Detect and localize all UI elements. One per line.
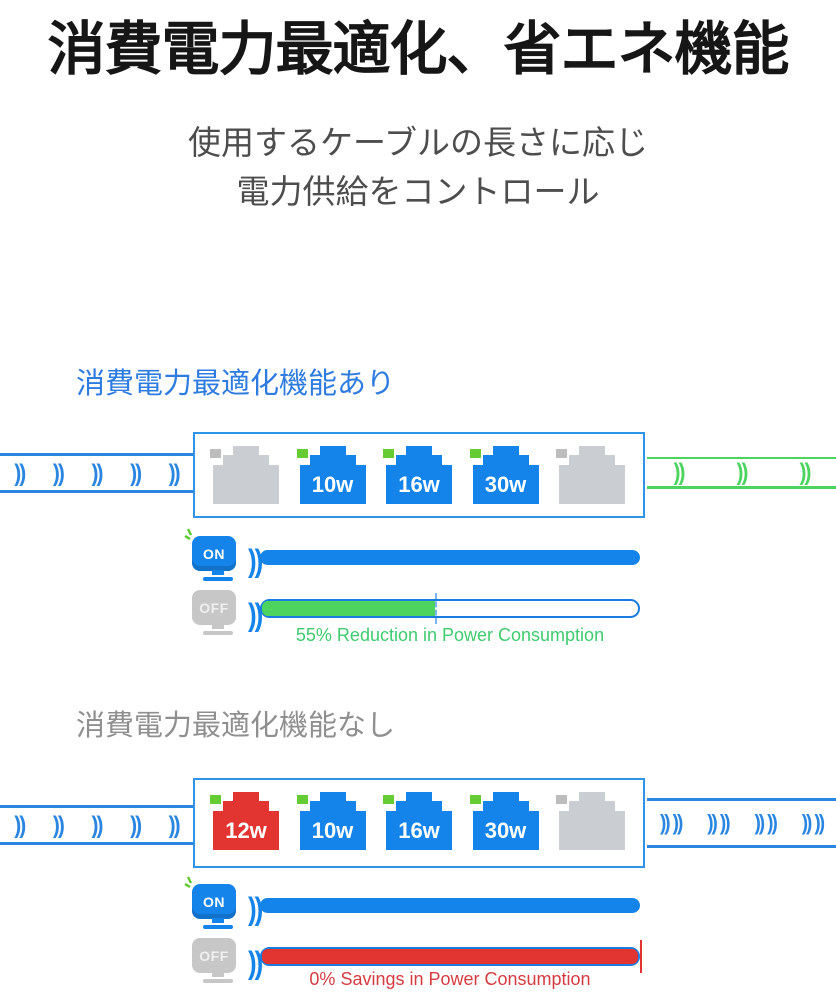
port-label: 12w [213, 811, 279, 850]
signal-waves-icon: )) [91, 459, 103, 487]
port-label: 16w [386, 465, 452, 504]
ethernet-port-icon [210, 446, 279, 506]
page-subtitle: 使用するケーブルの長さに応じ 電力供給をコントロール [0, 118, 836, 216]
monitor-on-icon: ON [184, 528, 244, 590]
monitor-on-label: ON [192, 536, 236, 571]
page-title: 消費電力最適化、省エネ機能 [47, 17, 789, 82]
port-label [213, 465, 279, 504]
signal-waves-icon: )) [248, 890, 263, 927]
monitor-on-label: ON [192, 884, 236, 919]
ethernet-port-icon: 12w [210, 792, 279, 852]
ethernet-port-icon: 10w [296, 446, 366, 506]
signal-waves-icon: )) [130, 459, 142, 487]
optimized-caption: 55% Reduction in Power Consumption [295, 625, 605, 645]
led-indicator-green [383, 449, 394, 458]
signal-waves-icon: )) [52, 811, 65, 839]
led-indicator-gray [210, 449, 221, 458]
signal-waves-icon: )))) [707, 810, 730, 836]
signal-waves-icon: )) [52, 459, 65, 487]
ethernet-port-icon [556, 446, 625, 506]
led-indicator-green [383, 795, 394, 804]
signal-waves-icon: )) [799, 459, 812, 486]
spark-icon [184, 528, 193, 541]
led-indicator-green [210, 795, 221, 804]
signal-waves-icon: )) [130, 811, 142, 839]
signal-waves-icon: )))) [801, 810, 825, 836]
poe-switch-box: 10w 16w 30w [193, 432, 645, 518]
power-bar-on-full-blue [260, 898, 640, 913]
row-monitor-off: OFF )) [190, 936, 650, 994]
cable-blue-left: )) )) )) )) )) [0, 805, 193, 845]
cable-blue-right: )))) )))) )))) )))) [647, 798, 836, 848]
port-label: 30w [472, 811, 539, 850]
signal-waves-icon: )))) [754, 810, 777, 836]
signal-waves-icon: )) [248, 596, 263, 633]
power-bar-off-no-savings [260, 940, 642, 973]
ethernet-port-icon: 30w [469, 792, 539, 852]
unoptimized-caption: 0% Savings in Power Consumption [309, 969, 591, 989]
led-indicator-green [296, 449, 308, 458]
signal-waves-icon: )) [736, 459, 749, 486]
led-indicator-green [296, 795, 308, 804]
monitor-off-icon: OFF [192, 938, 244, 992]
signal-waves-icon: )) [168, 459, 181, 487]
port-label: 10w [299, 465, 366, 504]
ethernet-port-icon: 16w [383, 792, 452, 852]
port-label: 16w [386, 811, 452, 850]
led-indicator-gray [556, 449, 567, 458]
port-label: 30w [472, 465, 539, 504]
power-bar-on-full-blue [260, 550, 640, 565]
signal-waves-icon: )) [14, 459, 26, 487]
cable-blue-left: )) )) )) )) )) [0, 453, 193, 493]
row-monitor-on: ON )) [184, 528, 650, 592]
signal-waves-icon: )) [248, 944, 263, 981]
consumption-fill-red [262, 949, 638, 964]
cable-green-right: )) )) )) [647, 457, 836, 489]
ethernet-port-icon [556, 792, 625, 852]
signal-waves-icon: )) [673, 459, 686, 486]
monitor-off-icon: OFF [192, 590, 244, 644]
signal-waves-icon: )) [168, 811, 181, 839]
diagram-optimized: )) )) )) )) )) 10w 16w [0, 432, 836, 518]
monitor-on-icon: ON [184, 876, 244, 938]
row-monitor-off: OFF )) [190, 588, 650, 646]
led-indicator-green [469, 449, 481, 458]
section-optimized-heading: 消費電力最適化機能あり [76, 368, 396, 400]
signal-waves-icon: )) [248, 542, 263, 579]
savings-tick-marker [434, 593, 437, 624]
consumption-tick-marker [640, 940, 642, 973]
signal-waves-icon: )) [14, 811, 26, 839]
spark-icon [184, 876, 193, 889]
signal-waves-icon: )))) [659, 810, 683, 836]
subtitle-line-1: 使用するケーブルの長さに応じ [187, 124, 649, 161]
poe-switch-box: 12w 10w 16w 30w [193, 778, 645, 868]
subtitle-line-2: 電力供給をコントロール [236, 173, 600, 210]
power-bar-off-savings [260, 593, 640, 624]
ethernet-port-icon: 30w [469, 446, 539, 506]
ethernet-port-icon: 16w [383, 446, 452, 506]
led-indicator-gray [556, 795, 567, 804]
port-label [559, 811, 625, 850]
led-indicator-green [469, 795, 481, 804]
port-label [559, 465, 625, 504]
row-monitor-on: ON )) [184, 876, 650, 940]
savings-fill-green [262, 601, 435, 616]
section-unoptimized-heading: 消費電力最適化機能なし [76, 710, 396, 742]
monitor-off-label: OFF [192, 938, 236, 973]
ethernet-port-icon: 10w [296, 792, 366, 852]
signal-waves-icon: )) [91, 811, 103, 839]
diagram-unoptimized: )) )) )) )) )) 12w 10w 16w [0, 778, 836, 868]
port-label: 10w [299, 811, 366, 850]
monitor-off-label: OFF [192, 590, 236, 625]
